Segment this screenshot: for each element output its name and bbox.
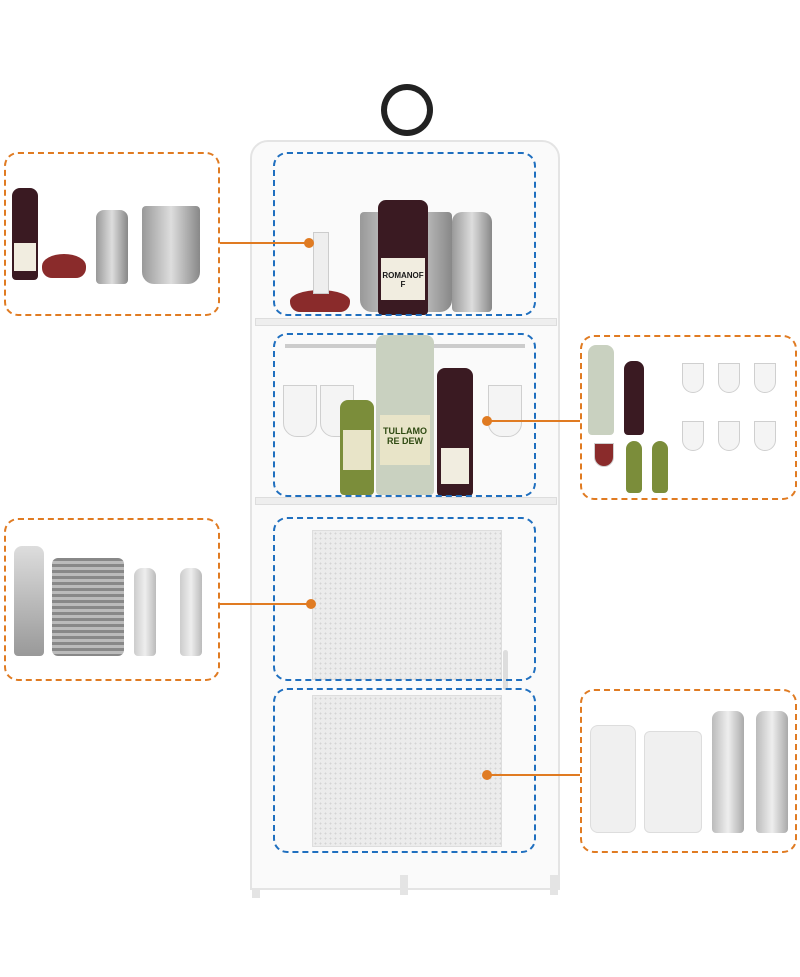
decanter	[42, 254, 86, 278]
top-shelf-highlight	[273, 152, 536, 316]
wine-brand-label: ROMANOFF	[382, 271, 424, 289]
bottle	[180, 568, 202, 656]
wine-glass	[682, 421, 704, 451]
door-handle[interactable]	[503, 650, 508, 690]
wine-glass	[682, 363, 704, 393]
leg	[550, 875, 558, 895]
wine-glass	[718, 363, 740, 393]
wine-glass	[283, 385, 317, 437]
wine-bottle-label: ROMANOFF	[381, 258, 425, 300]
wine-bottle	[437, 368, 473, 496]
glass-rack-shelf-highlight	[273, 333, 536, 497]
callout-upper-cabinet	[4, 518, 220, 681]
callout-dot	[482, 770, 492, 780]
whiskey-bottle	[626, 441, 642, 493]
shaker	[590, 725, 636, 833]
callout-line	[220, 242, 308, 244]
wine-bottle: ROMANOFF	[378, 200, 428, 315]
decanter-neck	[313, 232, 329, 294]
whiskey-bottle-label: TULLAMORE DEW	[380, 415, 430, 465]
wine-bottle	[624, 361, 644, 435]
whiskey-brand-label: TULLAMORE DEW	[383, 426, 427, 446]
wine-glass	[754, 421, 776, 451]
bottle	[134, 568, 156, 656]
cocktail-shaker	[96, 210, 128, 284]
ice-bucket	[644, 731, 702, 833]
wine-bottle	[12, 188, 38, 280]
leg	[400, 875, 408, 895]
whiskey-bottle: TULLAMORE DEW	[376, 335, 434, 495]
wine-glass	[718, 421, 740, 451]
wine-glass	[488, 385, 522, 437]
shelf-1	[255, 318, 557, 326]
champagne-bottle	[14, 546, 44, 656]
bottle	[712, 711, 744, 833]
lower-cabinet-highlight	[273, 688, 536, 853]
callout-top-shelf	[4, 152, 220, 316]
leg	[252, 888, 260, 898]
callout-dot	[304, 238, 314, 248]
callout-dot	[306, 599, 316, 609]
whiskey-bottle	[652, 441, 668, 493]
wine-glass	[754, 363, 776, 393]
liquor-bottle	[588, 345, 614, 435]
upper-cabinet-highlight	[273, 517, 536, 681]
whiskey-bottle	[340, 400, 374, 495]
shelf-2	[255, 497, 557, 505]
ice-bucket	[52, 558, 124, 656]
lower-door-mesh	[312, 695, 502, 847]
upper-door-mesh	[312, 530, 502, 680]
cocktail-shaker	[452, 212, 492, 312]
callout-dot	[482, 416, 492, 426]
callout-line	[487, 774, 580, 776]
ice-bucket	[142, 206, 200, 284]
callout-line	[220, 603, 310, 605]
decanter	[290, 290, 350, 312]
wine-glass-filled	[594, 443, 614, 467]
bottle	[756, 711, 788, 833]
callout-lower-cabinet	[580, 689, 797, 853]
alarm-clock-icon	[381, 84, 433, 136]
callout-line	[487, 420, 580, 422]
callout-glass-rack	[580, 335, 797, 500]
